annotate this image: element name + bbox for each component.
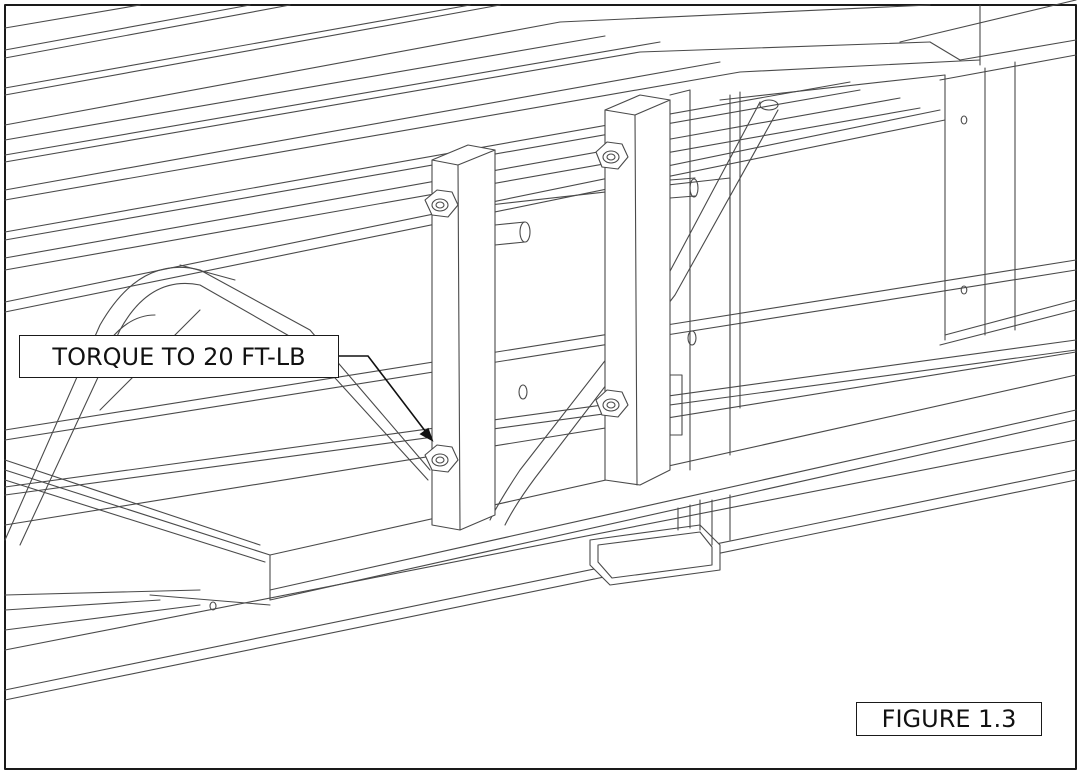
figure-label: FIGURE 1.3 [856,702,1042,736]
square-tube [589,494,731,586]
left-bracket [431,144,531,531]
border [4,4,1077,770]
hex-nut-bottom-right [595,389,629,418]
bent-tube [4,264,431,546]
leader-arrow [339,355,434,442]
roof-panels [4,0,1077,313]
main-beam [4,259,1077,701]
torque-callout: TORQUE TO 20 FT-LB [19,335,339,378]
hex-nut-top-right [595,141,629,170]
hex-nut-bottom-left [424,444,459,473]
right-bracket [604,89,699,486]
right-panel [719,54,1077,411]
hex-nut-top-left [424,189,459,218]
